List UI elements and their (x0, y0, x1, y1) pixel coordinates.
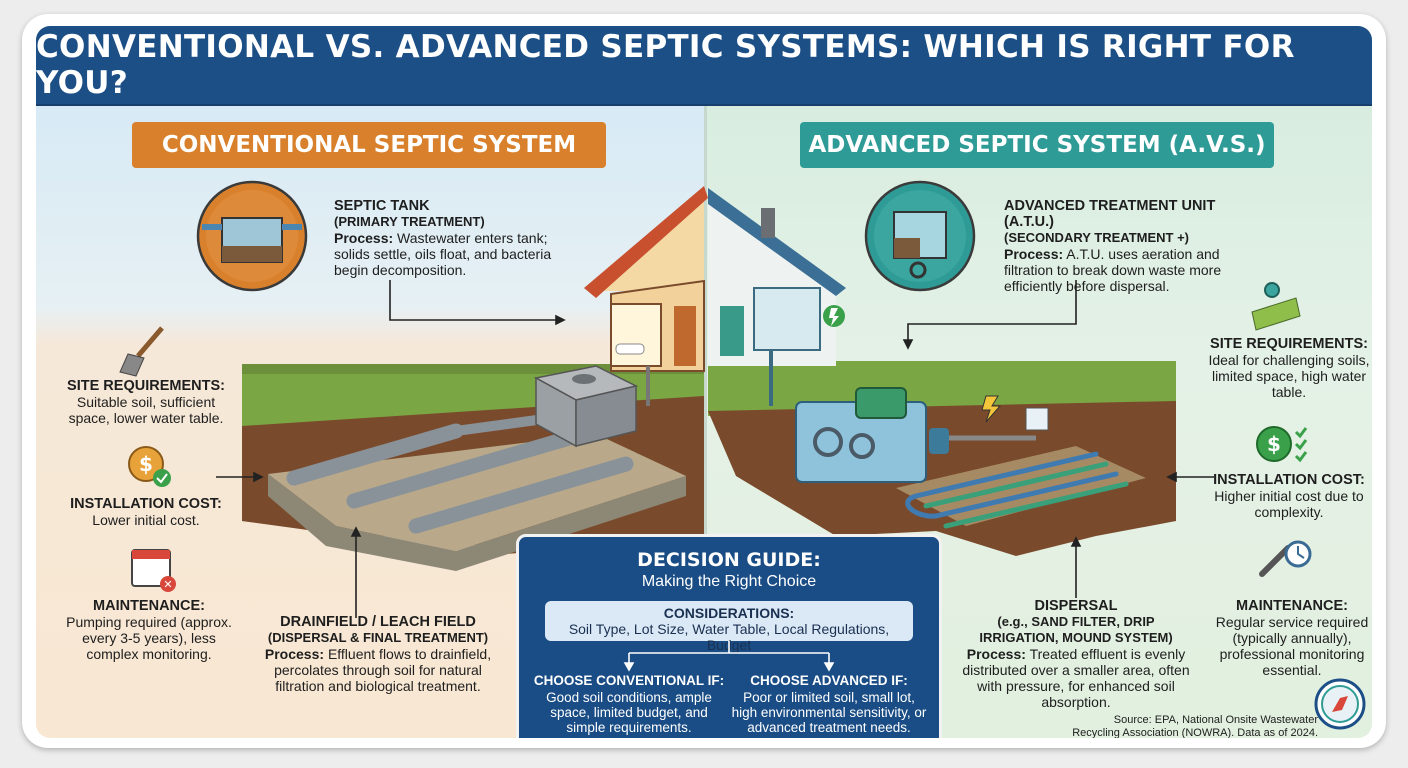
advanced-installation-cost: INSTALLATION COST: Higher initial cost d… (1206, 472, 1372, 520)
atu-process-text: A.T.U. uses aeration and filtration to b… (1004, 246, 1222, 294)
decision-branch-arrows (623, 641, 835, 672)
svg-text:$: $ (1267, 432, 1281, 456)
choose-conventional-heading: CHOOSE CONVENTIONAL IF: (533, 673, 725, 688)
septic-tank-heading: SEPTIC TANK (334, 198, 430, 214)
advanced-maint-heading: MAINTENANCE: (1236, 598, 1348, 614)
dollar-checklist-icon: $ (1256, 426, 1308, 463)
compass-badge-icon (1314, 678, 1366, 730)
illustration-layer: $ ✕ (119, 180, 1366, 730)
conventional-site-heading: SITE REQUIREMENTS: (67, 378, 225, 394)
septic-tank-icon (196, 180, 308, 292)
considerations-label: CONSIDERATIONS: (663, 605, 795, 621)
choose-conventional: CHOOSE CONVENTIONAL IF: Good soil condit… (529, 673, 729, 735)
choose-advanced: CHOOSE ADVANCED IF: Poor or limited soil… (729, 673, 929, 735)
drainfield-heading: DRAINFIELD / LEACH FIELD (280, 614, 476, 630)
drainfield-process-label: Process: (264, 646, 325, 662)
decision-guide: DECISION GUIDE: Making the Right Choice … (516, 534, 942, 738)
dispersal-process-label: Process: (966, 646, 1026, 662)
conventional-house (584, 186, 708, 406)
advanced-cost-heading: INSTALLATION COST: (1213, 472, 1365, 488)
septic-tank-description: SEPTIC TANK (PRIMARY TREATMENT) Process:… (334, 198, 556, 278)
map-pin-icon (1251, 282, 1301, 331)
conventional-maint-heading: MAINTENANCE: (93, 598, 205, 614)
atu-description: ADVANCED TREATMENT UNIT (A.T.U.) (SECOND… (1004, 198, 1242, 294)
advanced-banner: ADVANCED SEPTIC SYSTEM (A.V.S.) (800, 122, 1274, 168)
dispersal-tubing (905, 451, 1129, 529)
atu-process-label: Process: (1004, 246, 1064, 262)
advanced-site-heading: SITE REQUIREMENTS: (1210, 336, 1368, 352)
septic-tank-illustration (533, 365, 639, 448)
conventional-cost-text: Lower initial cost. (92, 512, 200, 528)
atu-heading: ADVANCED TREATMENT UNIT (A.T.U.) (1004, 198, 1216, 230)
conventional-arrows (216, 280, 566, 618)
advanced-maintenance: MAINTENANCE: Regular service required (t… (1212, 598, 1372, 678)
conventional-maintenance: MAINTENANCE: Pumping required (approx. e… (56, 598, 242, 662)
dispersal-process-text: Treated effluent is evenly distributed o… (962, 646, 1190, 710)
septic-tank-process-text: Wastewater enters tank; solids settle, o… (334, 230, 552, 278)
calendar-x-icon: ✕ (131, 549, 176, 592)
advanced-cost-text: Higher initial cost due to complexity. (1214, 488, 1364, 520)
atu-sub: (SECONDARY TREATMENT +) (1004, 230, 1190, 245)
panel-divider (704, 106, 707, 738)
decision-subtitle: Making the Right Choice (641, 573, 817, 590)
conventional-site-text: Suitable soil, sufficient space, lower w… (68, 394, 224, 426)
conventional-site-requirements: SITE REQUIREMENTS: Suitable soil, suffic… (56, 378, 236, 426)
atu-illustration (795, 387, 1049, 483)
page-title: CONVENTIONAL VS. ADVANCED SEPTIC SYSTEMS… (36, 26, 1372, 107)
septic-tank-sub: (PRIMARY TREATMENT) (334, 214, 485, 229)
svg-text:$: $ (139, 452, 153, 476)
septic-tank-process-label: Process: (334, 230, 394, 246)
atu-icon (864, 180, 976, 292)
choose-conventional-text: Good soil conditions, ample space, limit… (546, 690, 712, 735)
conventional-maint-text: Pumping required (approx. every 3-5 year… (66, 614, 232, 662)
dispersal-heading: DISPERSAL (1034, 598, 1118, 614)
choose-advanced-text: Poor or limited soil, small lot, high en… (731, 690, 927, 735)
drainfield-description: DRAINFIELD / LEACH FIELD (DISPERSAL & FI… (258, 614, 498, 694)
infographic-canvas: CONVENTIONAL VS. ADVANCED SEPTIC SYSTEMS… (36, 26, 1372, 738)
choose-advanced-heading: CHOOSE ADVANCED IF: (750, 673, 908, 688)
svg-text:✕: ✕ (163, 578, 172, 591)
dispersal-sub: (e.g., SAND FILTER, DRIP IRRIGATION, MOU… (979, 614, 1173, 645)
advanced-ground (708, 361, 1176, 556)
source-note: Source: EPA, National Onsite Wastewater … (1072, 714, 1318, 738)
conventional-installation-cost: INSTALLATION COST: Lower initial cost. (56, 496, 236, 528)
advanced-site-requirements: SITE REQUIREMENTS: Ideal for challenging… (1206, 336, 1372, 400)
dollar-check-icon: $ (128, 446, 171, 487)
dispersal-description: DISPERSAL (e.g., SAND FILTER, DRIP IRRIG… (960, 598, 1192, 710)
shovel-icon (119, 326, 164, 377)
advanced-house (708, 188, 846, 406)
drainfield-process-text: Effluent flows to drainfield, percolates… (274, 646, 492, 694)
advanced-maint-text: Regular service required (typically annu… (1215, 614, 1369, 678)
infographic-card: CONVENTIONAL VS. ADVANCED SEPTIC SYSTEMS… (22, 14, 1386, 748)
decision-title: DECISION GUIDE: (637, 549, 821, 571)
advanced-arrows (902, 280, 1214, 598)
conventional-banner: CONVENTIONAL SEPTIC SYSTEM (132, 122, 606, 168)
advanced-site-text: Ideal for challenging soils, limited spa… (1208, 352, 1370, 400)
wrench-clock-icon (1259, 540, 1312, 577)
conventional-cost-heading: INSTALLATION COST: (70, 496, 222, 512)
drainfield-sub: (DISPERSAL & FINAL TREATMENT) (267, 630, 489, 645)
